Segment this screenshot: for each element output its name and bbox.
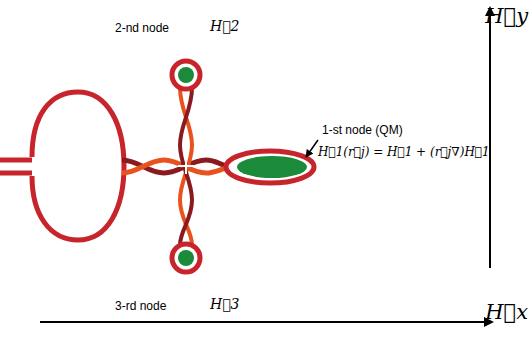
cross-mark: [185, 158, 187, 174]
left-loop: [32, 92, 124, 240]
node-core: [237, 156, 307, 178]
axis-label: H⃗x: [485, 300, 528, 324]
axis-label: H⃗y: [485, 4, 528, 28]
field-symbol: H⃗2: [210, 18, 240, 34]
node-ring: [226, 151, 314, 183]
node-label: 1-st node (QM): [322, 124, 403, 138]
leader-arrow: [306, 140, 318, 157]
node-core: [178, 67, 194, 83]
strand: [122, 160, 228, 173]
field-formula: H⃗1(r⃗j) = H⃗1 + (r⃗j∇)H⃗1: [318, 146, 490, 160]
strand: [122, 160, 228, 173]
x-axis: [40, 321, 492, 323]
node-ring: [172, 244, 200, 272]
node-label: 2-nd node: [115, 22, 169, 36]
lead-stub: [0, 171, 32, 176]
lead-stub: [0, 158, 32, 163]
node-label: 3-rd node: [115, 300, 166, 314]
node-core: [178, 250, 194, 266]
y-axis: [489, 8, 491, 268]
node-ring: [172, 61, 200, 89]
field-symbol: H⃗3: [210, 296, 240, 312]
